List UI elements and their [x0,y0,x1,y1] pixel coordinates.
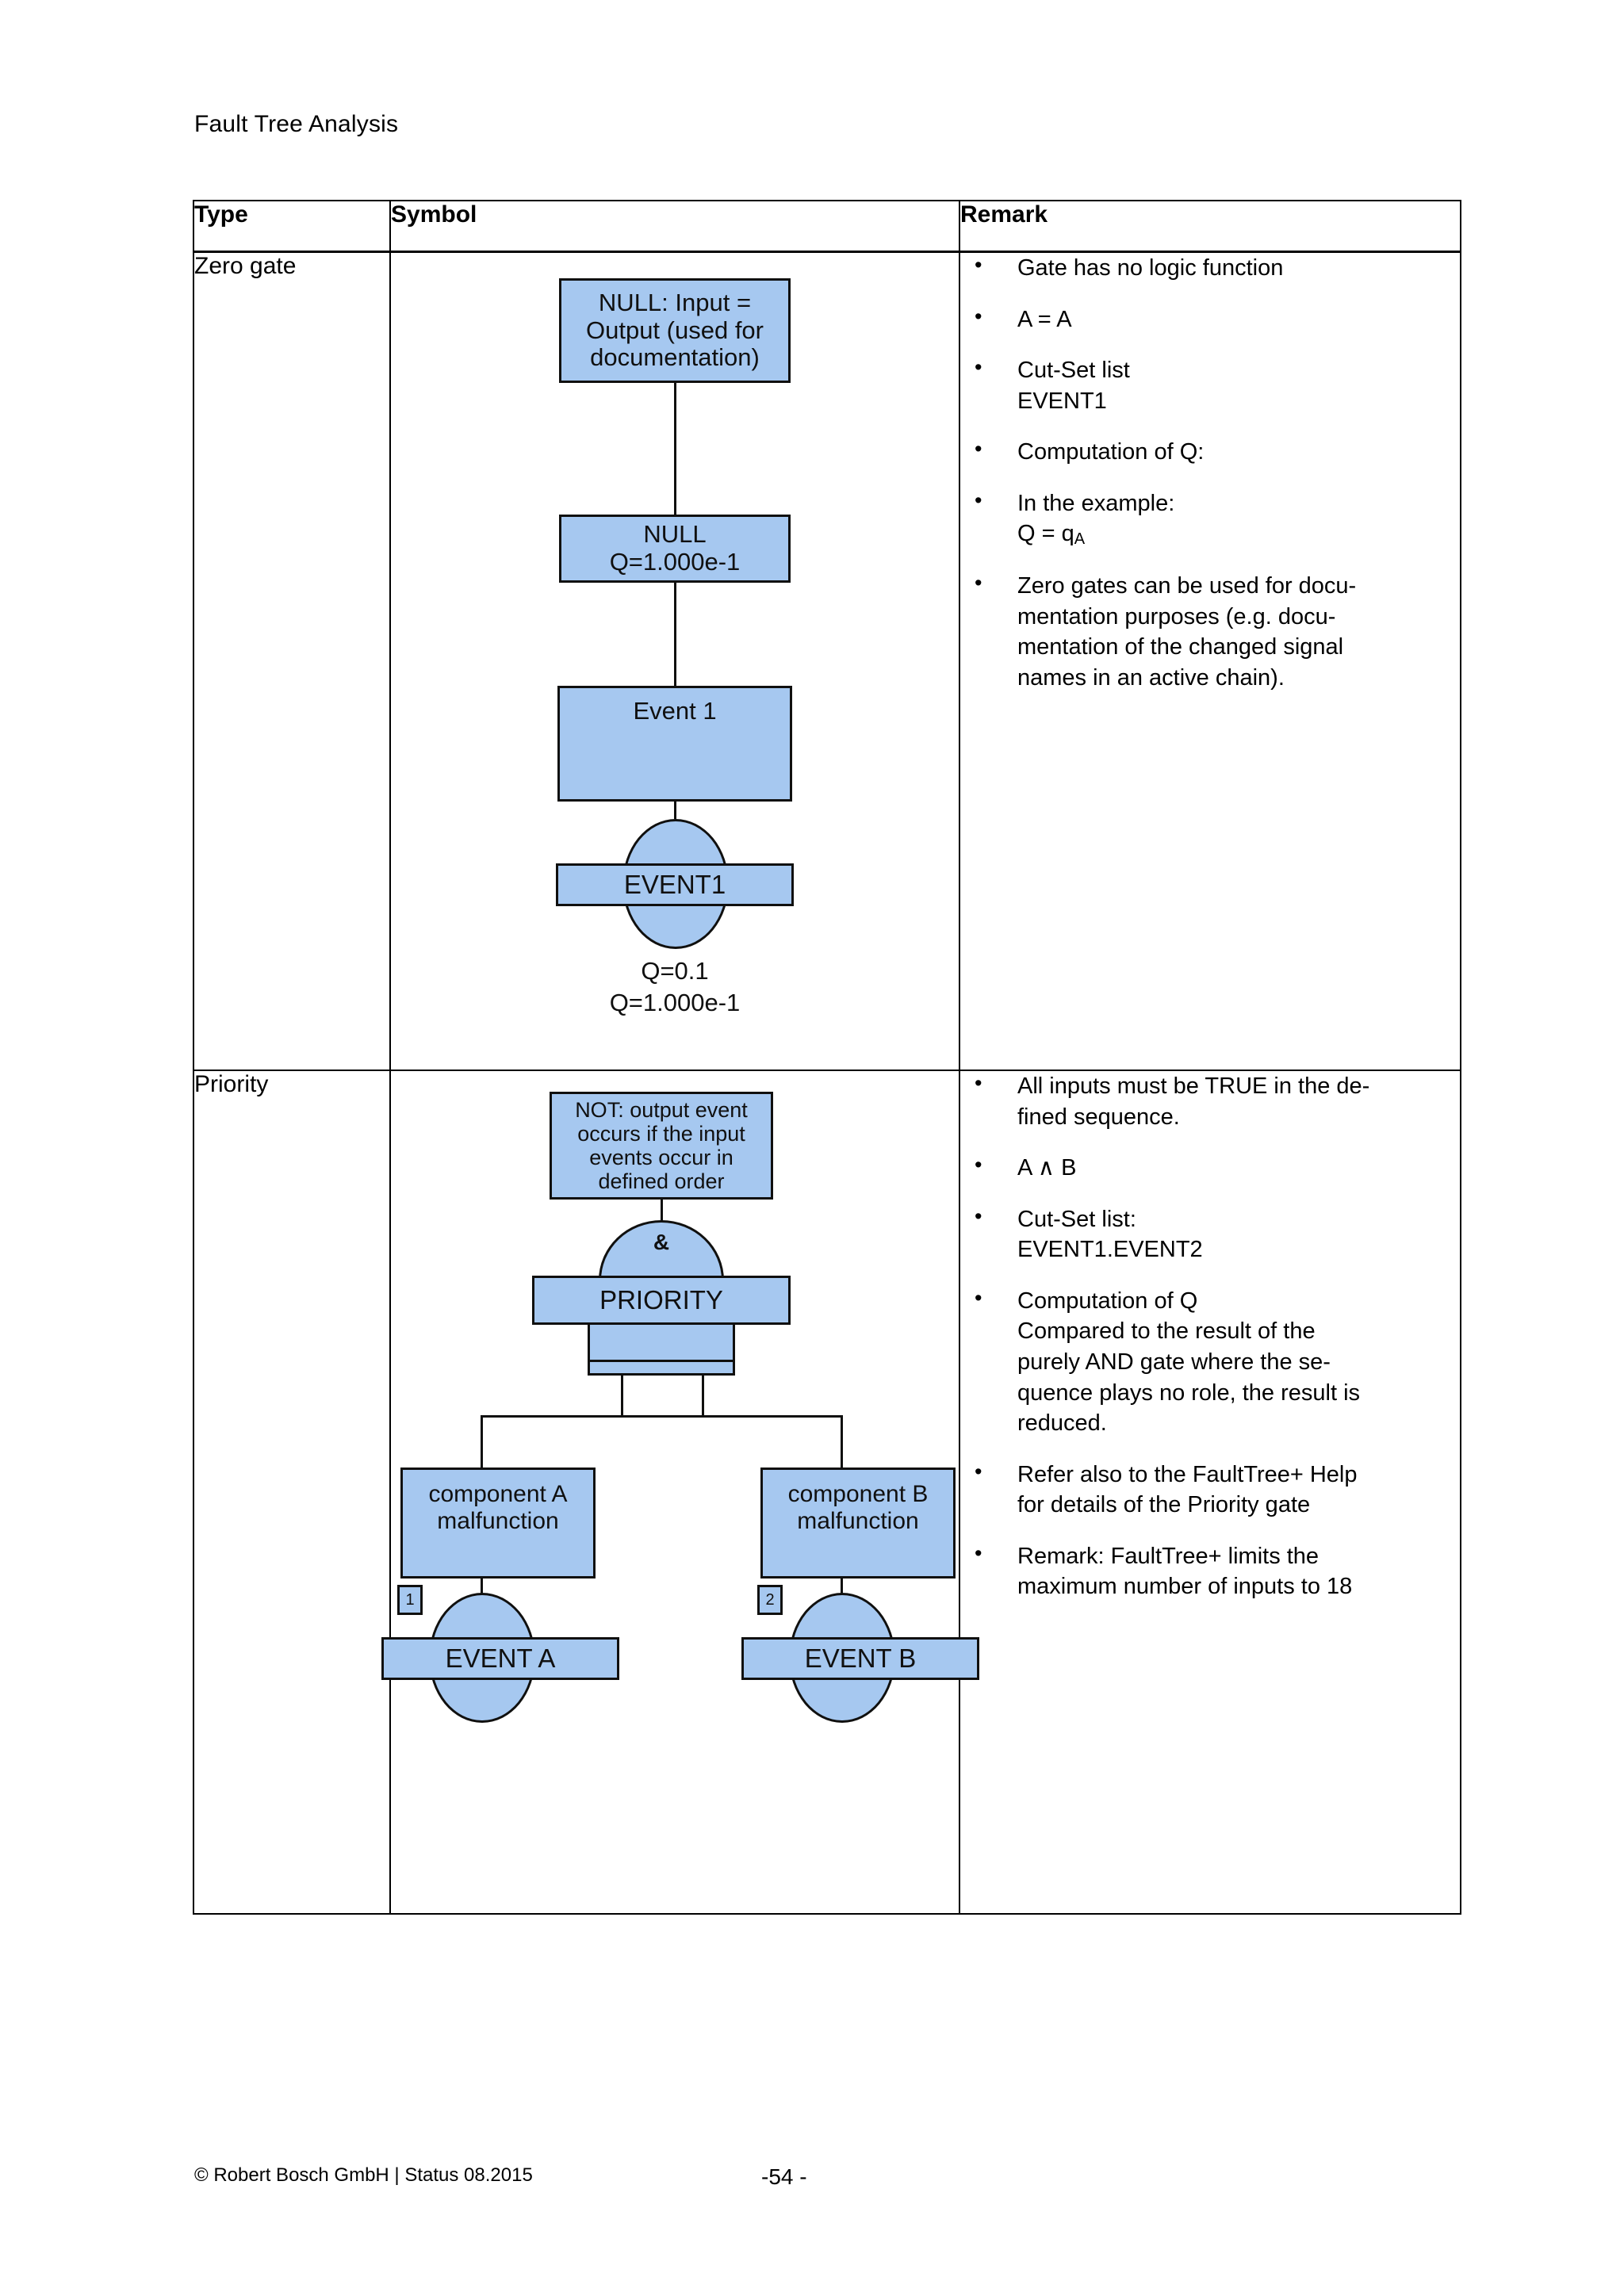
list-item: Refer also to the FaultTree+ Help for de… [960,1458,1460,1521]
connector-component-b-to-event [841,1578,843,1594]
remark-list-priority: All inputs must be TRUE in the de- fined… [960,1070,1460,1602]
symbol-cell-zero-gate: NULL: Input = Output (used for documenta… [389,251,960,1071]
branch-down-right [841,1415,843,1469]
fault-tree-symbol-table: Type Symbol Remark Zero gate NULL: Input… [193,200,1461,1915]
event-a-sequence-number: 1 [397,1585,423,1615]
event-a-band: EVENT A [381,1637,619,1680]
null-description-line-2: Output (used for [585,316,764,344]
event1-q-exponent-value: Q=1.000e-1 [609,989,741,1016]
component-b-line-2: malfunction [797,1507,919,1534]
not-description-line-2: occurs if the input [577,1121,745,1146]
null-gate-box: NULL Q=1.000e-1 [559,515,791,583]
priority-gate-band: PRIORITY [532,1276,791,1325]
event1-band: EVENT1 [556,863,794,906]
connector-component-a-to-event [481,1578,483,1594]
footer-page-number: -54 - [761,2164,807,2189]
remark-cell-zero-gate: Gate has no logic function A = A Cut-Set… [959,251,1461,1071]
connector-not-to-priority [661,1200,663,1223]
branch-down-left [481,1415,483,1469]
column-header-type: Type [193,200,391,253]
list-item: Cut-Set list EVENT1 [960,354,1460,416]
connector-null-to-event1-box [674,583,676,686]
event1-q-value: Q=0.1 [641,957,709,985]
branch-stub-left [621,1376,623,1417]
connector-desc-to-null [674,383,676,515]
footer-copyright: © Robert Bosch GmbH | Status 08.2015 [194,2164,533,2186]
priority-gate-label: PRIORITY [599,1285,723,1314]
list-item: Computation of Q Compared to the result … [960,1284,1460,1439]
list-item: In the example: Q = qA [960,487,1460,550]
event-b-band: EVENT B [741,1637,979,1680]
event1-box: Event 1 [557,686,792,802]
list-item: All inputs must be TRUE in the de- fined… [960,1070,1460,1132]
list-item: Remark: FaultTree+ limits the maximum nu… [960,1540,1460,1602]
priority-gate-body [588,1325,735,1376]
null-gate-q: Q=1.000e-1 [609,548,741,576]
null-description-box: NULL: Input = Output (used for documenta… [559,278,791,383]
event1-box-label: Event 1 [633,697,717,725]
table-header-row: Type Symbol Remark [193,200,1461,253]
event-b-label: EVENT B [804,1644,917,1673]
row-type-priority: Priority [193,1070,391,1915]
list-item: A = A [960,303,1460,335]
component-b-box: component B malfunction [760,1468,956,1578]
list-item: Computation of Q: [960,435,1460,468]
remark-list-zero-gate: Gate has no logic function A = A Cut-Set… [960,251,1460,693]
list-item: A ∧ B [960,1151,1460,1184]
null-gate-name: NULL [643,520,707,549]
page-title: Fault Tree Analysis [194,111,399,137]
list-item: Zero gates can be used for docu- mentati… [960,569,1460,693]
component-a-line-1: component A [428,1481,568,1507]
symbol-cell-priority: NOT: output event occurs if the input ev… [381,1070,979,1915]
table-row: Priority NOT: output event occurs if the… [193,1070,1461,1915]
branch-stub-right [702,1376,704,1417]
component-a-line-2: malfunction [437,1507,559,1534]
table-row: Zero gate NULL: Input = Output (used for… [193,251,1461,1071]
list-item: Cut-Set list: EVENT1.EVENT2 [960,1203,1460,1265]
not-description-line-4: defined order [598,1169,725,1194]
branch-horizontal [481,1415,843,1418]
row-type-zero-gate: Zero gate [193,251,391,1071]
column-header-symbol: Symbol [389,200,960,253]
not-description-box: NOT: output event occurs if the input ev… [550,1092,773,1200]
event-b-sequence-number: 2 [757,1585,783,1615]
not-description-line-1: NOT: output event [575,1097,748,1122]
priority-gate-diagram: NOT: output event occurs if the input ev… [381,1071,979,1913]
column-header-remark: Remark [959,200,1461,253]
component-b-line-1: component B [787,1481,929,1507]
remark-cell-priority: All inputs must be TRUE in the de- fined… [959,1070,1461,1915]
component-a-box: component A malfunction [400,1468,596,1578]
event1-label: EVENT1 [623,870,726,899]
priority-gate-body-divider [590,1360,733,1362]
connector-event1-box-to-circle [674,802,676,819]
list-item: Gate has no logic function [960,251,1460,284]
zero-gate-diagram: NULL: Input = Output (used for documenta… [391,253,959,1070]
event-a-label: EVENT A [445,1644,556,1673]
not-description-line-3: events occur in [589,1146,733,1169]
null-description-line-1: NULL: Input = [598,288,752,316]
null-description-line-3: documentation) [590,343,760,372]
priority-gate-and-symbol: & [653,1230,670,1254]
